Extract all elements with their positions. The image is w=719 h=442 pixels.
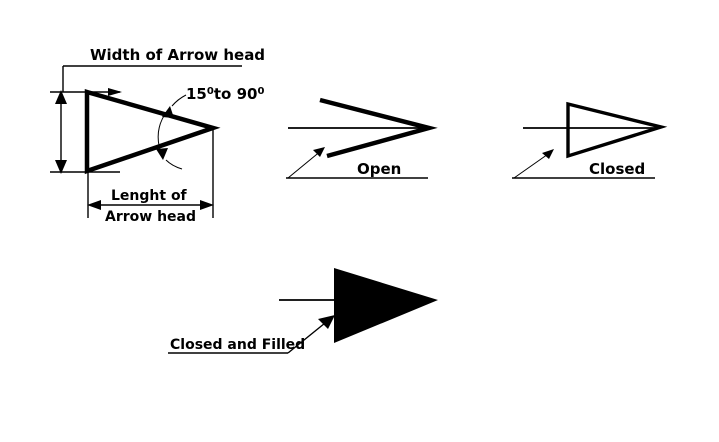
angle-max-degree-symbol: 0 xyxy=(257,86,264,97)
closed-label: Closed xyxy=(589,160,645,178)
length-dimension-arrow-left xyxy=(87,200,101,210)
open-label: Open xyxy=(357,160,401,178)
open-arrowhead-group: Open xyxy=(286,97,438,179)
length-dimension-arrow-right xyxy=(200,200,214,210)
closed-filled-triangle xyxy=(334,268,438,343)
angle-arc-arrow-upper xyxy=(162,106,174,118)
angle-max-value: 90 xyxy=(237,85,258,103)
annotated-arrowhead-group: Width of Arrow head 150to 900 Lenght of … xyxy=(50,46,265,225)
closed-arrowhead-triangle xyxy=(566,101,668,159)
length-of-arrowhead-label-line2: Arrow head xyxy=(105,209,196,225)
closed-and-filled-label: Closed and Filled xyxy=(170,337,305,353)
arrowhead-triangle-outline xyxy=(84,89,221,175)
closed-filled-arrowhead-group: Closed and Filled xyxy=(168,268,438,354)
filled-label-leader xyxy=(287,318,331,354)
width-top-arrowhead xyxy=(108,88,122,96)
angle-connector-word: to xyxy=(214,85,231,103)
angle-min-value: 15 xyxy=(186,85,207,103)
closed-arrowhead-group: Closed xyxy=(512,101,668,179)
angle-arc-arrow-lower xyxy=(156,148,168,160)
angle-min-degree-symbol: 0 xyxy=(207,86,214,97)
angle-range-label: 150to 900 xyxy=(186,85,264,103)
width-dimension-arrow-top xyxy=(55,90,67,104)
closed-label-leader xyxy=(513,151,552,179)
open-label-leader-arrowhead xyxy=(313,147,325,157)
filled-label-leader-arrowhead xyxy=(318,315,335,329)
open-label-leader xyxy=(287,149,323,179)
closed-label-leader-arrowhead xyxy=(542,149,554,159)
width-dimension-arrow-bottom xyxy=(55,160,67,174)
angle-label-leader-lower xyxy=(165,159,183,170)
width-of-arrowhead-label: Width of Arrow head xyxy=(90,46,265,64)
length-of-arrowhead-label-line1: Lenght of xyxy=(111,188,188,204)
open-arrowhead-v xyxy=(319,97,438,159)
angle-label-leader-upper xyxy=(171,94,187,107)
